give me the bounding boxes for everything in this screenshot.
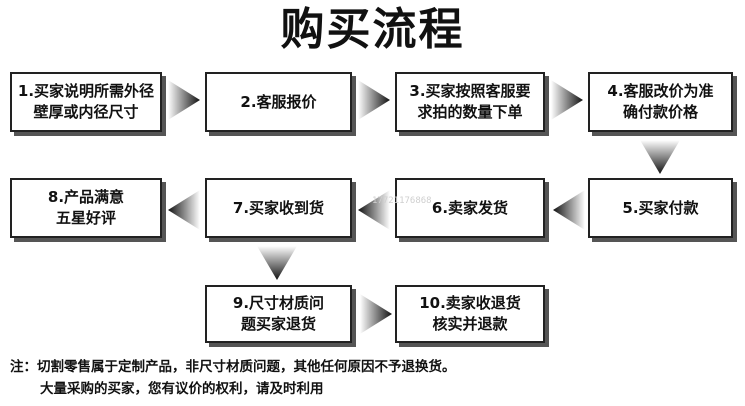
step-1-label: 1.买家说明所需外径 壁厚或内径尺寸	[17, 82, 155, 121]
arrow-9-to-10	[360, 294, 392, 334]
page-title: 购买流程	[280, 4, 465, 55]
step-3-label: 3.买家按照客服要 求拍的数量下单	[409, 82, 531, 121]
step-7-label: 7.买家收到货	[232, 198, 325, 217]
step-6-label: 6.卖家发货	[431, 198, 509, 217]
step-7-box: 7.买家收到货	[205, 178, 352, 238]
step-5-label: 5.买家付款	[622, 198, 699, 217]
arrow-4-to-5	[640, 140, 680, 174]
step-1-box: 1.买家说明所需外径 壁厚或内径尺寸	[10, 72, 162, 132]
footnote: 注：切割零售属于定制产品，非尺寸材质问题，其他任何原因不予退换货。 大量采购的买…	[10, 356, 740, 400]
arrow-6-to-7	[358, 190, 390, 230]
arrow-5-to-6	[553, 190, 585, 230]
step-9-box: 9.尺寸材质问 题买家退货	[205, 285, 352, 343]
step-10-label: 10.卖家收退货 核实并退款	[419, 294, 521, 333]
arrow-3-to-4	[551, 80, 583, 120]
step-4-label: 4.客服改价为准 确付款价格	[607, 82, 714, 121]
step-8-label: 8.产品满意 五星好评	[47, 188, 125, 227]
step-5-box: 5.买家付款	[588, 178, 733, 238]
footnote-line-2: 大量采购的买家，您有议价的权利，请及时利用	[40, 381, 324, 397]
step-10-box: 10.卖家收退货 核实并退款	[395, 285, 545, 343]
step-2-box: 2.客服报价	[205, 72, 352, 132]
arrow-7-to-8	[168, 190, 200, 230]
footnote-line-1: 注：切割零售属于定制产品，非尺寸材质问题，其他任何原因不予退换货。	[10, 359, 456, 375]
arrow-7-to-9	[257, 246, 297, 280]
arrow-1-to-2	[168, 80, 200, 120]
step-8-box: 8.产品满意 五星好评	[10, 178, 162, 238]
step-6-box: 6.卖家发货	[395, 178, 545, 238]
step-3-box: 3.买家按照客服要 求拍的数量下单	[395, 72, 545, 132]
step-2-label: 2.客服报价	[240, 92, 317, 111]
step-9-label: 9.尺寸材质问 题买家退货	[232, 294, 325, 333]
arrow-2-to-3	[358, 80, 390, 120]
step-4-box: 4.客服改价为准 确付款价格	[588, 72, 733, 132]
watermark-text: 17721176868	[372, 196, 432, 206]
